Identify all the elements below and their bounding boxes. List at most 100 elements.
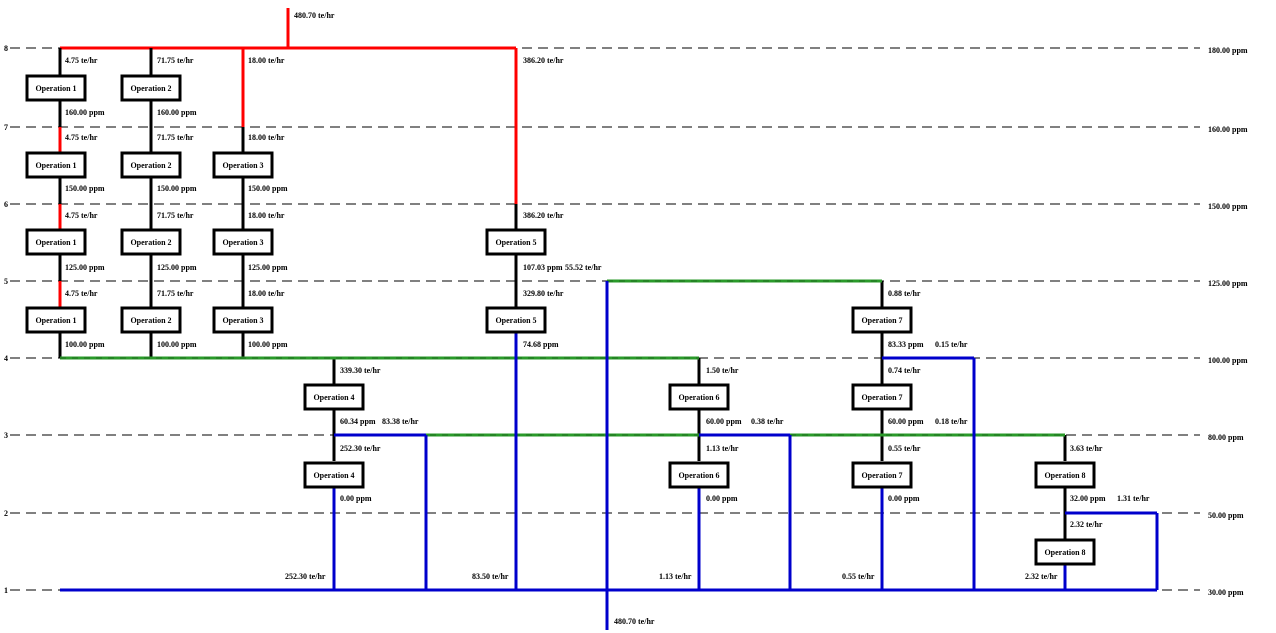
flow-label: 150.00 ppm <box>248 184 288 193</box>
level-concentration: 100.00 ppm <box>1208 356 1248 365</box>
flow-label: 55.52 te/hr <box>565 263 602 272</box>
flow-label: 83.38 te/hr <box>382 417 419 426</box>
operation-label: Operation 1 <box>35 238 76 247</box>
operation-box-frame <box>668 383 730 411</box>
operation-box[interactable]: Operation 8 <box>1034 538 1096 566</box>
operation-label: Operation 3 <box>222 316 263 325</box>
operation-box[interactable]: Operation 2 <box>120 228 182 256</box>
operation-label: Operation 1 <box>35 161 76 170</box>
operation-box[interactable]: Operation 2 <box>120 74 182 102</box>
flow-label: 339.30 te/hr <box>340 366 381 375</box>
flow-label: 107.03 ppm <box>523 263 563 272</box>
operation-box[interactable]: Operation 7 <box>851 306 913 334</box>
operation-box-frame <box>851 306 913 334</box>
operation-boxes: Operation 1 Operation 2 Operation 1 Operati… <box>25 74 1096 566</box>
pipes <box>58 8 1159 630</box>
operation-label: Operation 7 <box>861 393 902 402</box>
flow-label: 18.00 te/hr <box>248 211 285 220</box>
operation-box[interactable]: Operation 7 <box>851 461 913 489</box>
level-number: 8 <box>4 44 8 53</box>
flow-label: 4.75 te/hr <box>65 211 98 220</box>
level-number: 5 <box>4 277 8 286</box>
operation-box[interactable]: Operation 4 <box>303 461 365 489</box>
operation-box-frame <box>212 151 274 179</box>
operation-box[interactable]: Operation 6 <box>668 461 730 489</box>
operation-box-frame <box>851 461 913 489</box>
operation-box-frame <box>303 461 365 489</box>
operation-box[interactable]: Operation 4 <box>303 383 365 411</box>
operation-box-frame <box>485 228 547 256</box>
level-number: 3 <box>4 431 8 440</box>
flow-label: 18.00 te/hr <box>248 56 285 65</box>
flow-label: 4.75 te/hr <box>65 289 98 298</box>
flow-label: 18.00 te/hr <box>248 289 285 298</box>
operation-box-frame <box>303 383 365 411</box>
operation-label: Operation 8 <box>1044 471 1085 480</box>
level-concentration: 30.00 ppm <box>1208 588 1244 597</box>
level-concentration: 80.00 ppm <box>1208 433 1244 442</box>
operation-box[interactable]: Operation 3 <box>212 151 274 179</box>
flow-label: 125.00 ppm <box>157 263 197 272</box>
operation-box-frame <box>25 306 87 334</box>
operation-box[interactable]: Operation 5 <box>485 306 547 334</box>
operation-box-frame <box>212 306 274 334</box>
operation-box[interactable]: Operation 2 <box>120 151 182 179</box>
flow-label: 1.50 te/hr <box>706 366 739 375</box>
operation-box[interactable]: Operation 5 <box>485 228 547 256</box>
operation-box-frame <box>1034 538 1096 566</box>
flow-label: 480.70 te/hr <box>294 11 335 20</box>
flow-label: 252.30 te/hr <box>285 572 326 581</box>
flow-label: 0.38 te/hr <box>751 417 784 426</box>
operation-box[interactable]: Operation 8 <box>1034 461 1096 489</box>
operation-box[interactable]: Operation 7 <box>851 383 913 411</box>
operation-box[interactable]: Operation 3 <box>212 306 274 334</box>
operation-label: Operation 3 <box>222 161 263 170</box>
flow-label: 0.55 te/hr <box>888 444 921 453</box>
flow-label: 60.00 ppm <box>888 417 924 426</box>
operation-box[interactable]: Operation 1 <box>25 74 87 102</box>
flow-label: 386.20 te/hr <box>523 56 564 65</box>
flow-label: 0.15 te/hr <box>935 340 968 349</box>
flow-label: 0.00 ppm <box>706 494 738 503</box>
operation-box-frame <box>485 306 547 334</box>
flow-label: 18.00 te/hr <box>248 133 285 142</box>
operation-box[interactable]: Operation 3 <box>212 228 274 256</box>
flow-label: 1.13 te/hr <box>706 444 739 453</box>
flow-label: 100.00 ppm <box>248 340 288 349</box>
flow-label: 4.75 te/hr <box>65 133 98 142</box>
operation-box[interactable]: Operation 6 <box>668 383 730 411</box>
level-number: 6 <box>4 200 8 209</box>
operation-box[interactable]: Operation 2 <box>120 306 182 334</box>
operation-box-frame <box>25 228 87 256</box>
operation-box-frame <box>212 228 274 256</box>
operation-label: Operation 8 <box>1044 548 1085 557</box>
flow-label: 74.68 ppm <box>523 340 559 349</box>
flow-label: 83.50 te/hr <box>472 572 509 581</box>
flow-label: 0.18 te/hr <box>935 417 968 426</box>
operation-label: Operation 1 <box>35 84 76 93</box>
operation-box[interactable]: Operation 1 <box>25 228 87 256</box>
operation-label: Operation 6 <box>678 471 719 480</box>
operation-box-frame <box>120 151 182 179</box>
flow-label: 3.63 te/hr <box>1070 444 1103 453</box>
level-concentration: 50.00 ppm <box>1208 511 1244 520</box>
level-number: 2 <box>4 509 8 518</box>
flow-label: 60.00 ppm <box>706 417 742 426</box>
flow-label: 71.75 te/hr <box>157 289 194 298</box>
flow-label: 71.75 te/hr <box>157 211 194 220</box>
flow-label: 1.13 te/hr <box>659 572 692 581</box>
operation-box[interactable]: Operation 1 <box>25 306 87 334</box>
flow-labels: 480.70 te/hr 4.75 te/hr 71.75 te/hr 18.00 t… <box>65 11 1150 626</box>
operation-label: Operation 3 <box>222 238 263 247</box>
operation-box-frame <box>668 461 730 489</box>
operation-label: Operation 2 <box>130 84 171 93</box>
operation-box-frame <box>851 383 913 411</box>
operation-label: Operation 4 <box>313 471 354 480</box>
flow-label: 386.20 te/hr <box>523 211 564 220</box>
operation-label: Operation 5 <box>495 238 536 247</box>
level-concentration: 150.00 ppm <box>1208 202 1248 211</box>
operation-box[interactable]: Operation 1 <box>25 151 87 179</box>
operation-label: Operation 4 <box>313 393 354 402</box>
level-concentration: 160.00 ppm <box>1208 125 1248 134</box>
operation-label: Operation 2 <box>130 161 171 170</box>
